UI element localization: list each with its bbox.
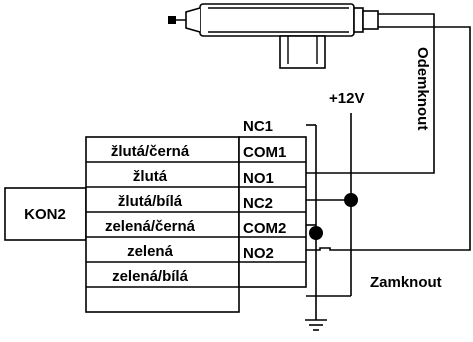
terminal-no1: NO1 — [243, 170, 274, 187]
com2-wire — [306, 26, 471, 251]
terminal-com2: COM2 — [243, 220, 286, 237]
wire-label-3: žlutá/bílá — [118, 193, 183, 210]
wire-label-1: žlutá/černá — [111, 143, 190, 160]
terminal-nc1: NC1 — [243, 118, 273, 135]
wire-label-block — [85, 136, 240, 313]
unlock-label: Odemknout — [414, 47, 431, 130]
junction-ground — [309, 226, 323, 240]
lock-label: Zamknout — [370, 274, 442, 291]
wire-label-6: zelená/bílá — [112, 268, 189, 285]
kon2-box — [4, 187, 87, 241]
ground-icon — [305, 319, 327, 331]
wire-label-5: zelená — [127, 243, 174, 260]
wire-label-2: žlutá — [133, 168, 168, 185]
wire-label-4: zelená/černá — [105, 218, 196, 235]
actuator-icon — [168, 3, 379, 69]
terminal-com1: COM1 — [243, 144, 286, 161]
terminal-nc2: NC2 — [243, 195, 273, 212]
kon2-label: KON2 — [24, 206, 66, 223]
com1-wire — [306, 13, 435, 174]
supply-label: +12V — [329, 90, 364, 107]
terminal-no2: NO2 — [243, 245, 274, 262]
